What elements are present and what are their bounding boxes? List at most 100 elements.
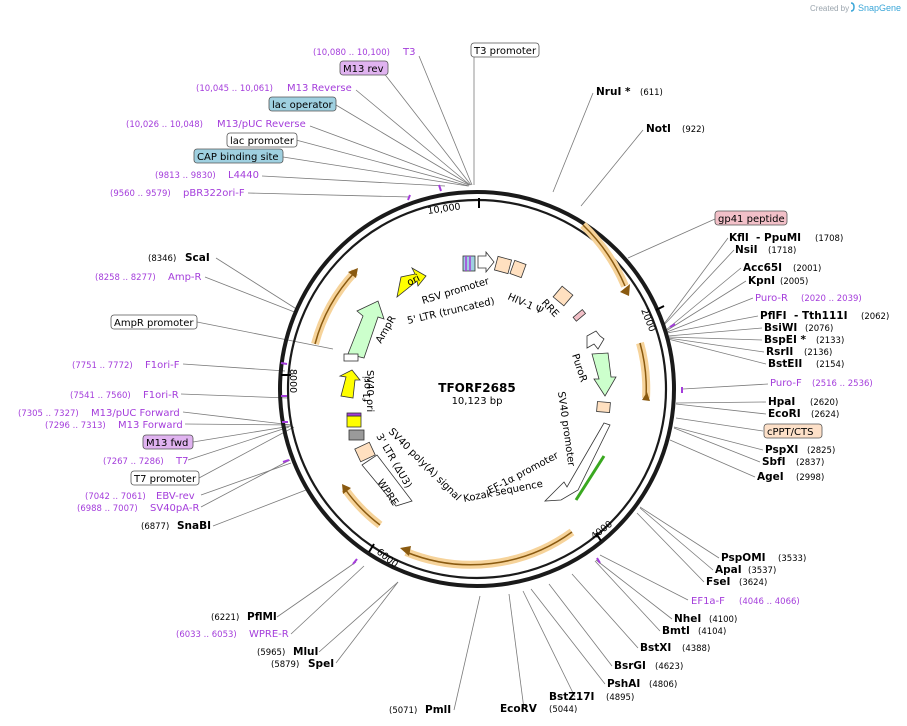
mlui-pos: (5965) xyxy=(257,648,285,658)
small-feature xyxy=(572,309,587,322)
wprer-name: WPRE-R xyxy=(249,629,289,640)
cppt-box xyxy=(763,423,823,439)
backbone-outer xyxy=(278,190,676,588)
inner-features xyxy=(338,250,617,507)
sv40ori-box xyxy=(346,415,362,428)
m13pucrev-name: M13/pUC Reverse xyxy=(217,119,306,130)
ppumi-pos: (1708) xyxy=(815,234,843,244)
bstz17i-pos: (4895) xyxy=(606,693,634,703)
nhei-name: NheI xyxy=(674,613,701,625)
nrui-pos: (611) xyxy=(640,88,663,98)
cap-box xyxy=(193,148,284,164)
bstz17i-name: BstZ17I xyxy=(549,691,594,703)
acc65i-name: Acc65I xyxy=(743,262,782,274)
fsei-pos: (3624) xyxy=(739,578,767,588)
tick-2000: 2000 xyxy=(638,307,657,334)
rsv-promoter-arrow xyxy=(477,250,495,274)
bsrgi-pos: (4623) xyxy=(655,662,683,672)
f1orir-name: F1ori-R xyxy=(143,390,179,401)
pbr322-pos: (9560 .. 9579) xyxy=(110,189,171,199)
boxed-labels: T3 promoter M13 rev lac operator lac pro… xyxy=(110,42,823,486)
m13fwd-text: M13 fwd xyxy=(146,438,188,449)
fsei-name: FseI xyxy=(706,576,730,588)
bsiwi-name: BsiWI xyxy=(764,322,797,334)
apai-pos: (3537) xyxy=(748,566,776,576)
t3-pos: (10,080 .. 10,100) xyxy=(313,48,390,58)
pspomi-name: PspOMI xyxy=(721,552,766,564)
nsii-name: NsiI xyxy=(735,244,758,256)
bmti-pos: (4104) xyxy=(698,627,726,637)
pmli-name: PmlI xyxy=(425,704,451,716)
purof-name: Puro-R xyxy=(755,293,788,304)
f1orif-name: F1ori-F xyxy=(145,360,180,371)
ampr-name: Amp-R xyxy=(168,272,202,283)
kpni-name: KpnI xyxy=(748,275,775,287)
pflmi-pos: (6221) xyxy=(211,613,239,623)
t3-name: T3 xyxy=(402,47,415,58)
m13fwd-pos: (7296 .. 7313) xyxy=(45,421,106,431)
bmti-name: BmtI xyxy=(662,625,690,637)
ecorv-pos: (5044) xyxy=(549,705,577,715)
f1orif-pos: (7751 .. 7772) xyxy=(72,361,133,371)
t3promoter-text: T3 promoter xyxy=(473,46,537,57)
cap-text: CAP binding site xyxy=(197,152,279,163)
t3promoter-box xyxy=(470,42,540,58)
primer-labels: (10,080 .. 10,100) T3 (10,045 .. 10,061)… xyxy=(18,47,873,640)
ebvrev-pos: (7042 .. 7061) xyxy=(85,492,146,502)
bsrgi-name: BsrGI xyxy=(614,660,646,672)
m13rev-pos: (10,045 .. 10,061) xyxy=(196,84,273,94)
agei-name: AgeI xyxy=(757,471,784,483)
puror2-name: Puro-F xyxy=(770,378,802,389)
bspei-name: BspEI * xyxy=(764,334,807,346)
nrui-name: NruI * xyxy=(596,86,631,98)
credit-brand: SnapGene xyxy=(858,3,901,13)
sbfi-pos: (2837) xyxy=(796,458,824,468)
backbone-inner xyxy=(286,198,668,580)
kpni-pos: (2005) xyxy=(780,277,808,287)
m13fwd-name: M13 Forward xyxy=(118,420,183,431)
ecori-name: EcoRI xyxy=(768,408,801,420)
noti-pos: (922) xyxy=(682,125,705,135)
ori-label: ori xyxy=(405,273,422,289)
acc65i-pos: (2001) xyxy=(793,264,821,274)
rsrii-name: RsrII xyxy=(766,346,793,358)
puror-arrow xyxy=(591,352,617,397)
amprprom-lbl-box xyxy=(110,314,198,330)
pshai-name: PshAI xyxy=(607,678,640,690)
tth111i-pos: (2062) xyxy=(861,312,889,322)
kfli-name: KflI xyxy=(729,232,749,244)
m13rev-name: M13 Reverse xyxy=(287,83,352,94)
pspxi-name: PspXI xyxy=(765,444,798,456)
ori-arrow xyxy=(396,266,427,298)
ecori-pos: (2624) xyxy=(811,410,839,420)
ltr5-box xyxy=(493,255,513,275)
spei-pos: (5879) xyxy=(271,660,299,670)
sv40pa-pos: (6988 .. 7007) xyxy=(77,504,138,514)
credit-prefix: Created by xyxy=(810,4,849,13)
scai-pos: (8346) xyxy=(148,254,176,264)
sv40ori-label: SV40 ori xyxy=(364,370,375,412)
orf-arrowheads xyxy=(342,268,650,556)
ampr-pos: (8258 .. 8277) xyxy=(95,273,156,283)
bspei-pos: (2133) xyxy=(816,336,844,346)
kozak-box xyxy=(596,401,611,414)
m13pucrev-pos: (10,026 .. 10,048) xyxy=(126,120,203,130)
l4440-name: L4440 xyxy=(228,170,259,181)
gp41-text: gp41 peptide xyxy=(718,214,785,225)
snapgene-logo-icon xyxy=(850,2,855,12)
scai-name: ScaI xyxy=(185,252,210,264)
sv40pa-name: SV40pA-R xyxy=(150,503,199,514)
bsiwi-pos: (2076) xyxy=(805,324,833,334)
cppt-text: cPPT/CTS xyxy=(767,427,813,438)
ltr3-box xyxy=(354,441,376,463)
hiv-box xyxy=(509,259,527,279)
purof-pos: (2020 .. 2039) xyxy=(801,294,862,304)
noti-name: NotI xyxy=(646,123,671,135)
t7-name: T7 xyxy=(175,456,188,467)
pflfi-name: PflFI xyxy=(760,310,787,322)
ebvrev-name: EBV-rev xyxy=(156,491,195,502)
t7prom-text: T7 promoter xyxy=(133,474,197,485)
amprprom-box xyxy=(343,353,359,362)
ampr-arrow xyxy=(347,300,385,359)
nsii-pos: (1718) xyxy=(768,246,796,256)
